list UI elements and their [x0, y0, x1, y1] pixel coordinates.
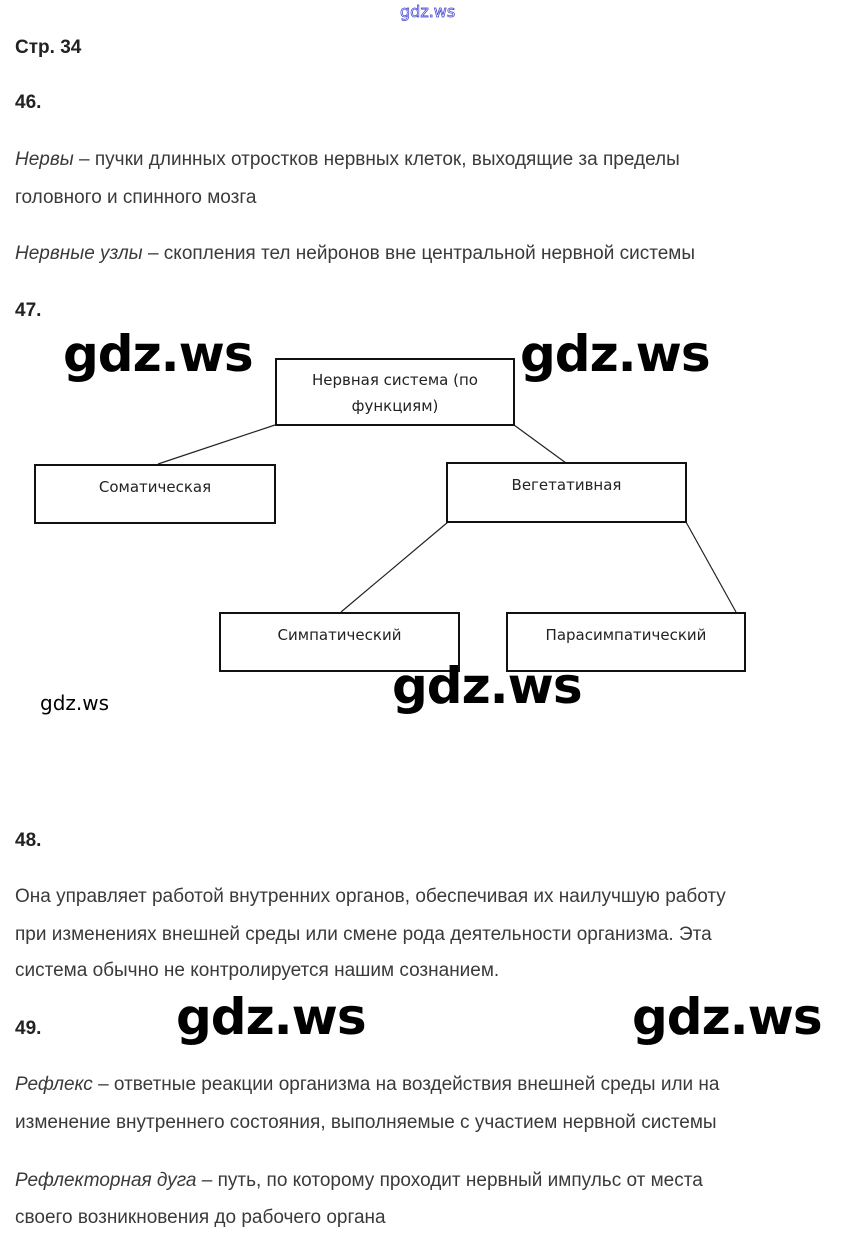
- question-number-47: 47.: [15, 300, 42, 321]
- answer-48-line: Она управляет работой внутренних органов…: [15, 886, 726, 907]
- watermark: gdz.ws: [176, 988, 367, 1046]
- watermark-top: gdz.ws: [400, 2, 456, 22]
- definition-nerves-cont: головного и спинного мозга: [15, 187, 257, 208]
- node-label: Нервная система (по: [312, 371, 478, 389]
- connector-vegetative-sympathetic: [340, 521, 449, 613]
- definition-text: – путь, по которому проходит нервный имп…: [196, 1170, 703, 1191]
- diagram-node-vegetative: Вегетативная: [446, 462, 687, 523]
- diagram-node-parasympathetic: Парасимпатический: [506, 612, 746, 672]
- answer-48-line: при изменениях внешней среды или смене р…: [15, 924, 712, 945]
- question-number-46: 46.: [15, 92, 42, 113]
- page-label: Стр. 34: [15, 37, 82, 58]
- definition-reflex-cont: изменение внутреннего состояния, выполня…: [15, 1112, 717, 1133]
- answer-48-line: система обычно не контролируется нашим с…: [15, 960, 500, 981]
- connector-root-vegetative: [513, 424, 567, 464]
- watermark: gdz.ws: [392, 657, 583, 715]
- question-number-49: 49.: [15, 1018, 42, 1039]
- watermark-small: gdz.ws: [40, 691, 110, 715]
- definition-text: – пучки длинных отростков нервных клеток…: [73, 149, 680, 170]
- definition-reflex: Рефлекс – ответные реакции организма на …: [15, 1073, 720, 1097]
- connector-vegetative-parasympathetic: [685, 521, 737, 613]
- term: Рефлекс: [15, 1074, 93, 1095]
- term: Нервы: [15, 149, 74, 170]
- diagram-node-somatic: Соматическая: [34, 464, 276, 524]
- connector-root-somatic: [157, 424, 276, 465]
- watermark: gdz.ws: [63, 325, 254, 383]
- definition-nerves: Нервы – пучки длинных отростков нервных …: [15, 148, 680, 172]
- definition-ganglia: Нервные узлы – скопления тел нейронов вн…: [15, 242, 695, 266]
- term: Нервные узлы: [15, 243, 143, 264]
- definition-text: – ответные реакции организма на воздейст…: [92, 1074, 720, 1095]
- definition-reflex-arc-cont: своего возникновения до рабочего органа: [15, 1207, 386, 1228]
- term: Рефлекторная дуга: [15, 1170, 197, 1191]
- node-label: функциям): [351, 397, 439, 415]
- definition-reflex-arc: Рефлекторная дуга – путь, по которому пр…: [15, 1169, 703, 1193]
- watermark: gdz.ws: [520, 325, 711, 383]
- diagram-node-sympathetic: Симпатический: [219, 612, 460, 672]
- watermark: gdz.ws: [632, 988, 823, 1046]
- diagram-node-root: Нервная система (по функциям): [275, 358, 515, 426]
- definition-text: – скопления тел нейронов вне центральной…: [142, 243, 696, 264]
- question-number-48: 48.: [15, 830, 42, 851]
